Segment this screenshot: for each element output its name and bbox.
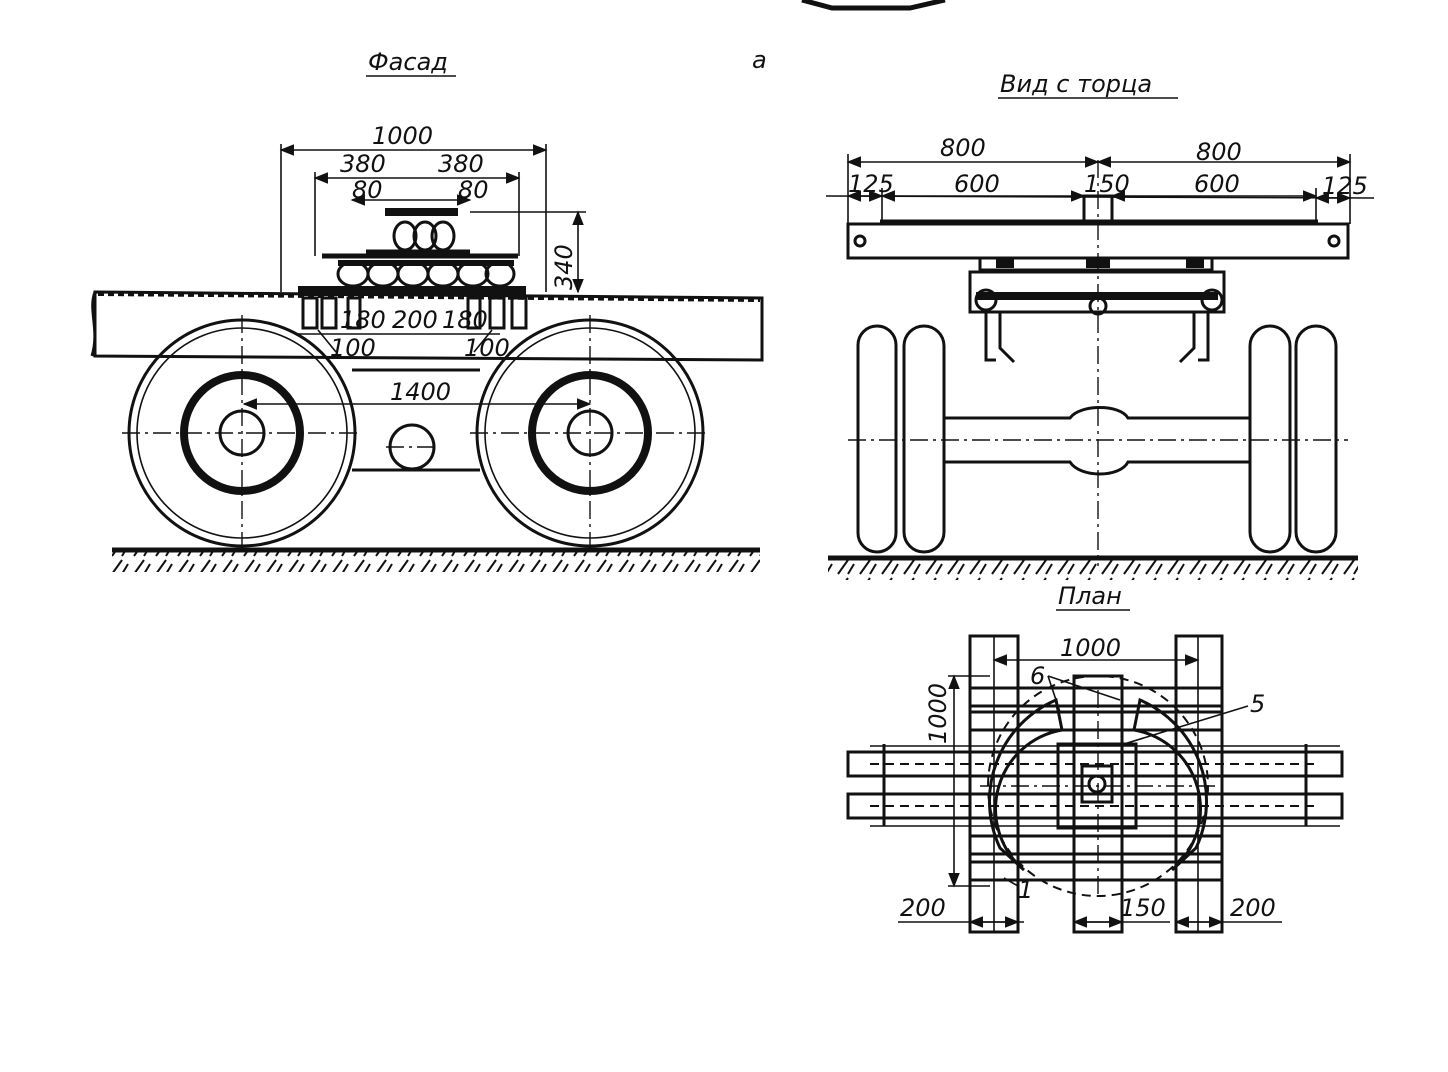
end-dim-125-left: 125 — [848, 170, 894, 198]
facade-axle-housing — [352, 368, 480, 472]
facade-dim-1400: 1400 — [242, 378, 592, 410]
facade-dim-340: 340 — [470, 210, 586, 294]
facade-dim-100-left: 100 — [330, 334, 376, 362]
end-view-title: Вид с торца — [1000, 70, 1152, 98]
facade-dim-80-right: 80 — [458, 176, 489, 204]
plan-vertical-beams — [968, 634, 1224, 934]
facade-beam — [90, 290, 764, 362]
facade-supports — [301, 296, 528, 330]
plan-leaders: 6 5 1 — [1003, 662, 1265, 904]
end-view: Вид с торца — [825, 70, 1375, 580]
plan-dims: 1000 1000 200 150 200 — [898, 634, 1282, 928]
end-dims: 800 800 125 600 150 600 125 — [825, 134, 1375, 224]
end-tires — [848, 324, 1348, 554]
plan-label-6: 6 — [1030, 662, 1045, 690]
facade-dim-80-left: 80 — [352, 176, 383, 204]
end-dim-150: 150 — [1084, 170, 1130, 198]
plan-label-1: 1 — [1018, 876, 1033, 904]
upper-rail-row — [366, 208, 470, 255]
plan-turning-ring — [980, 675, 1216, 897]
plan-dim-1000-top: 1000 — [1060, 634, 1121, 662]
end-dim-125-right: 125 — [1322, 172, 1368, 200]
end-dim-600-right: 600 — [1194, 170, 1240, 198]
facade-dim-340-label: 340 — [550, 244, 578, 290]
plan-dim-1000-side: 1000 — [924, 683, 952, 744]
end-dim-600-left: 600 — [954, 170, 1000, 198]
facade-dim-1400-label: 1400 — [390, 378, 451, 406]
facade-view: Фасад — [90, 48, 764, 572]
plan-dim-200-right: 200 — [1230, 894, 1276, 922]
plan-label-5: 5 — [1250, 690, 1265, 718]
end-axle — [944, 160, 1250, 566]
facade-dim-180-left: 180 — [340, 306, 386, 334]
plan-view: План — [846, 582, 1344, 934]
facade-title: Фасад — [368, 48, 448, 76]
figure-letter: a — [752, 46, 767, 74]
plan-dim-200-left: 200 — [900, 894, 946, 922]
facade-dim-380-left: 380 — [340, 150, 386, 178]
facade-dim-380: 380 380 80 80 — [313, 150, 521, 256]
top-edge-artifact — [801, 0, 946, 11]
facade-wheel-right — [470, 315, 710, 550]
end-ground — [828, 555, 1358, 580]
plan-dim-150: 150 — [1120, 894, 1166, 922]
end-dim-800-right: 800 — [1196, 138, 1242, 166]
plan-horizontal-timbers — [968, 686, 1224, 882]
plan-rails — [846, 744, 1344, 827]
facade-dim-200: 200 — [392, 306, 438, 334]
facade-rail-stack — [298, 208, 528, 330]
facade-dim-lower: 180 200 180 100 100 — [298, 306, 510, 362]
facade-ground — [112, 547, 760, 572]
end-dim-800-left: 800 — [940, 134, 986, 162]
facade-wheel-left — [122, 315, 362, 550]
facade-dim-1000-label: 1000 — [372, 122, 433, 150]
plan-title: План — [1058, 582, 1122, 610]
facade-dim-100-right: 100 — [464, 334, 510, 362]
lower-rail-row — [322, 253, 518, 288]
facade-dim-180-right: 180 — [442, 306, 488, 334]
end-cradle — [968, 256, 1226, 364]
facade-dim-380-right: 380 — [438, 150, 484, 178]
facade-dim-1000: 1000 — [279, 122, 548, 292]
